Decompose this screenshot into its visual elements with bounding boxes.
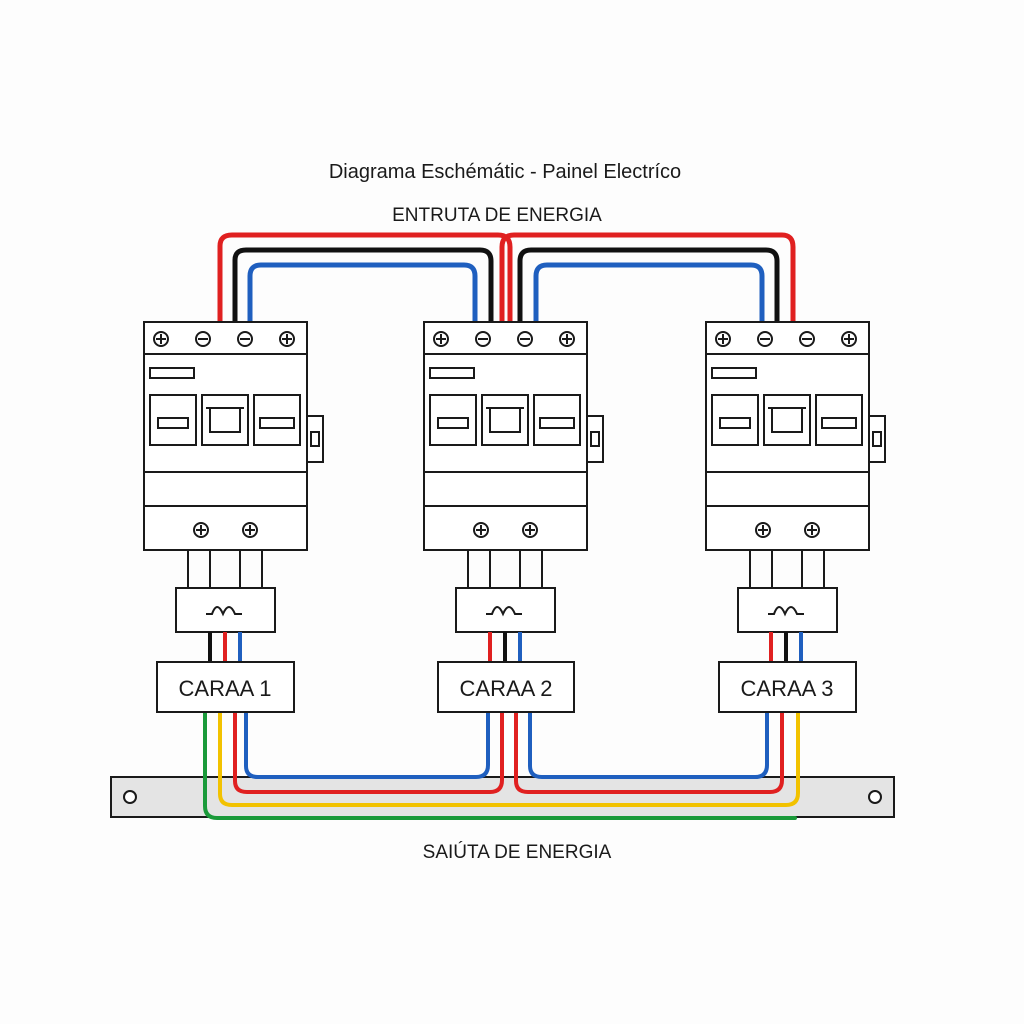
rail-hole-right <box>868 790 882 804</box>
terminal-screw-icons <box>433 331 575 347</box>
terminal-screw-icons <box>715 331 857 347</box>
input-label: ENTRUTA DE ENERGIA <box>392 205 602 226</box>
output-wiring <box>203 710 800 820</box>
breaker-module-1 <box>143 321 324 633</box>
wire-blue-input <box>247 262 478 325</box>
wave-icon <box>486 606 522 617</box>
wire-green-output <box>203 710 797 820</box>
wave-icon <box>768 606 804 617</box>
wire-red-output-1 <box>233 710 504 794</box>
load-box-2: CARAA 2 <box>437 661 575 713</box>
wire-blue-output-1 <box>244 710 490 779</box>
output-screw-icons <box>473 522 538 538</box>
load-box-1: CARAA 1 <box>156 661 295 713</box>
wire-black-input <box>232 247 494 325</box>
output-screw-icons <box>193 522 258 538</box>
wave-icon <box>206 606 242 617</box>
wire-yellow-output <box>218 710 800 807</box>
wire-blue-input-b <box>533 262 765 325</box>
input-wiring <box>217 232 796 325</box>
diagram-title: Diagrama Eschémátic - Painel Electríco <box>329 161 681 183</box>
load-box-3: CARAA 3 <box>718 661 857 713</box>
terminal-screw-icons <box>153 331 295 347</box>
output-label: SAIÚTA DE ENERGIA <box>423 841 612 863</box>
load-label: CARAA 2 <box>460 676 553 701</box>
output-screw-icons <box>755 522 820 538</box>
load-feed-wires <box>208 632 803 662</box>
rail-hole-left <box>123 790 137 804</box>
wire-blue-output-2 <box>528 710 769 779</box>
wire-red-input-b <box>499 232 796 325</box>
load-label: CARAA 1 <box>179 676 272 701</box>
breaker-module-2 <box>423 321 604 633</box>
wire-red-input <box>217 232 513 325</box>
wire-black-input-b <box>517 247 780 325</box>
wire-red-output-2 <box>514 710 784 794</box>
load-label: CARAA 3 <box>741 676 834 701</box>
breaker-module-3 <box>705 321 886 633</box>
